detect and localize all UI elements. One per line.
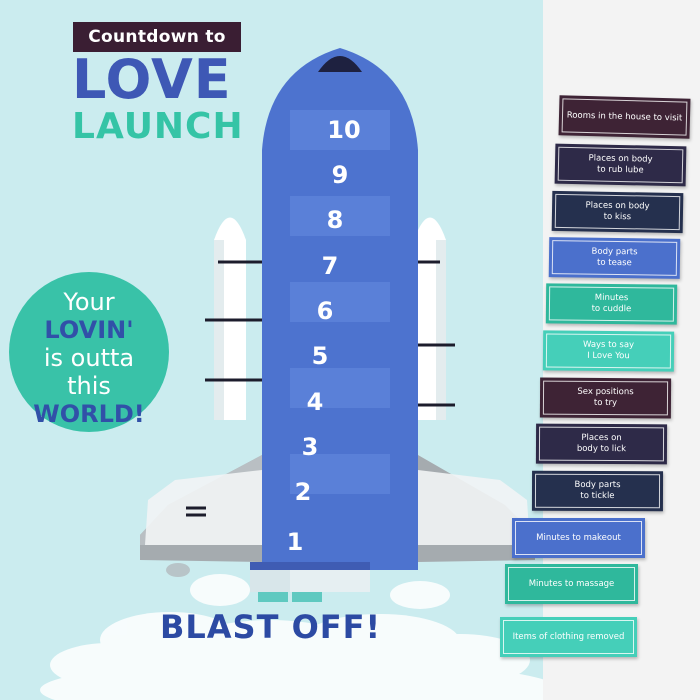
countdown-number: 8	[326, 206, 344, 234]
countdown-number: 2	[294, 478, 312, 506]
countdown-number: 4	[306, 388, 324, 416]
bubble-line-5: WORLD!	[33, 400, 145, 428]
card-line-1: Body parts	[574, 479, 621, 491]
smoke-clouds	[40, 574, 543, 700]
right-booster	[414, 217, 446, 420]
card-line-1: Minutes	[594, 292, 629, 304]
countdown-number: 10	[327, 116, 361, 144]
card-line-1: Ways to say	[582, 339, 635, 351]
title-countdown-to: Countdown to	[73, 22, 241, 52]
card-line-1: Items of clothing removed	[512, 631, 625, 642]
countdown-number: 7	[321, 252, 339, 280]
activity-card[interactable]: Items of clothing removed	[500, 617, 637, 657]
card-line-1: Body parts	[591, 246, 638, 258]
bubble-line-4: this	[67, 372, 111, 400]
nose-cone	[318, 56, 362, 72]
bubble-text: Your LOVIN' is outta this WORLD!	[9, 288, 169, 428]
lovin-bubble: Your LOVIN' is outta this WORLD!	[9, 272, 169, 432]
countdown-poster: Countdown to LOVE LAUNCH Your LOVIN' is …	[0, 0, 543, 700]
countdown-number: 3	[301, 433, 319, 461]
card-line-1: Sex positions	[577, 386, 634, 398]
card-line-2: to tickle	[580, 490, 615, 502]
engines	[250, 562, 370, 602]
card-line-2: to try	[593, 397, 618, 409]
activity-card[interactable]: Minutes to makeout	[512, 518, 645, 558]
body-bands	[290, 110, 390, 494]
bubble-line-2: LOVIN'	[44, 316, 134, 344]
bubble-line-3: is outta	[43, 344, 135, 372]
card-line-2: I Love You	[587, 350, 630, 362]
card-line-1: Rooms in the house to visit	[566, 109, 683, 124]
title-love: LOVE	[72, 48, 232, 111]
card-line-2: to tease	[597, 257, 632, 269]
card-line-1: Places on body	[588, 153, 653, 165]
countdown-number: 6	[316, 297, 334, 325]
activity-card[interactable]: Minutes to massage	[505, 564, 638, 604]
countdown-number: 1	[286, 528, 304, 556]
countdown-number: 9	[331, 161, 349, 189]
blast-off-text: BLAST OFF!	[160, 608, 382, 646]
card-line-1: Minutes to makeout	[536, 532, 621, 543]
card-line-2: to cuddle	[591, 303, 632, 315]
card-line-1: Minutes to massage	[528, 578, 615, 589]
card-line-2: body to lick	[576, 443, 627, 455]
card-line-2: to kiss	[603, 211, 632, 223]
activity-card[interactable]: Rooms in the house to visit	[558, 95, 691, 139]
countdown-number: 5	[311, 342, 329, 370]
card-line-1: Places on	[581, 432, 622, 444]
bubble-line-1: Your	[63, 288, 115, 316]
card-line-1: Places on body	[585, 200, 650, 212]
card-line-2: to rub lube	[596, 164, 644, 176]
shuttle-illustration	[40, 48, 543, 700]
title-launch: LAUNCH	[72, 106, 244, 147]
small-rock	[166, 563, 190, 577]
